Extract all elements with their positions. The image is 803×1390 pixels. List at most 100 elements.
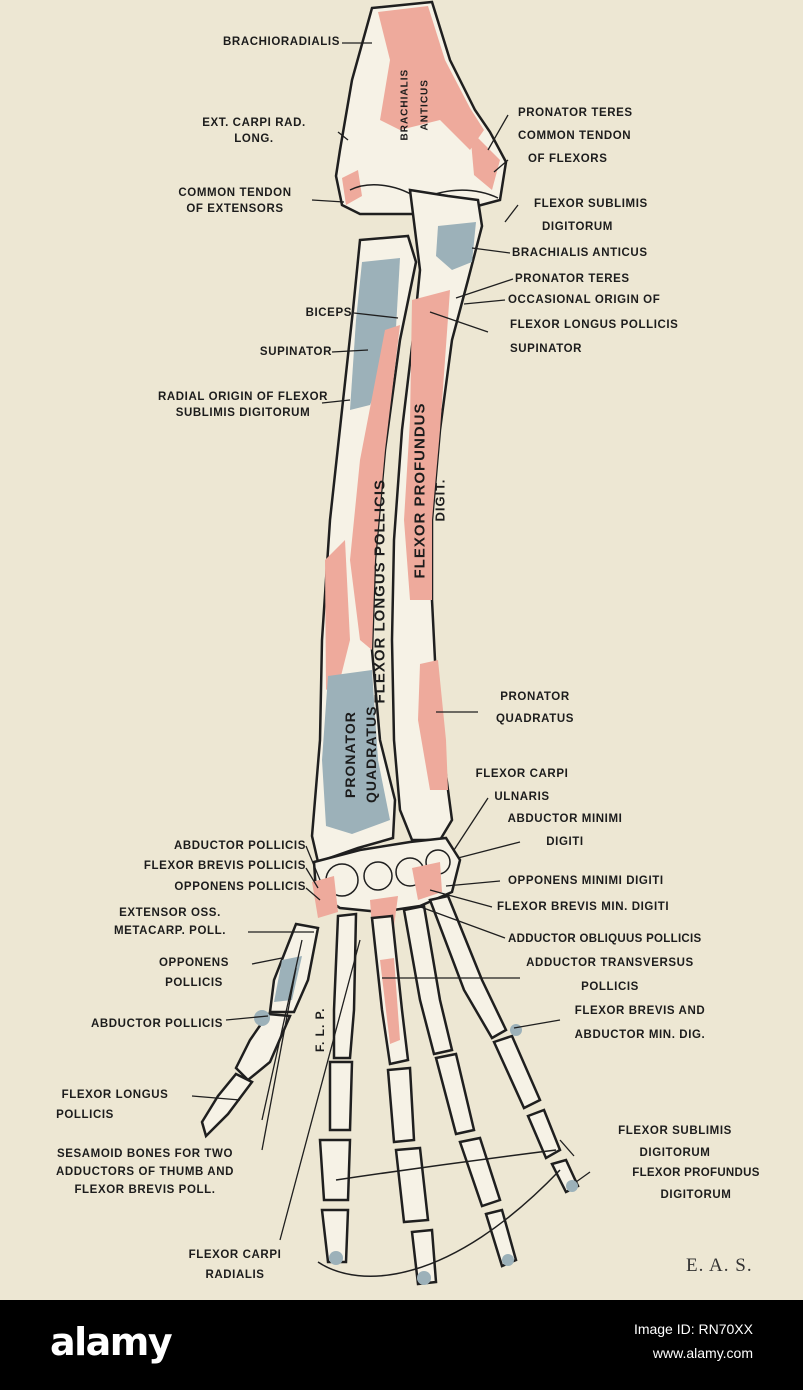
- brachialis-origin: [342, 170, 362, 205]
- humerus-origin-area: [378, 6, 484, 150]
- ulna-insertion-upper: [436, 222, 476, 270]
- index-middle: [318, 1138, 352, 1202]
- label-brachialis-anticus: BRACHIALIS ANTICUS: [512, 247, 648, 259]
- ulna-origin-strip: [404, 290, 450, 600]
- flexor-profundus-arc: [317, 1169, 561, 1277]
- insertion-dot-little-prox: [510, 1024, 522, 1036]
- label-opponens-pollicis: OPPONENS POLLICIS: [174, 881, 306, 893]
- label-abd-pollicis: ABDUCTOR POLLICIS: [173, 840, 306, 852]
- metacarpal-3-origin: [380, 958, 400, 1044]
- label-flex-brevis-pollicis: FLEXOR BREVIS POLLICIS: [143, 860, 306, 872]
- bone-label-flexor-longus-pollicis: FLEXOR LONGUS POLLICIS: [371, 478, 389, 704]
- label-radial-origin-2: SUBLIMIS DIGITORUM: [175, 407, 311, 419]
- label-fcr-1: FLEXOR CARPI: [188, 1249, 282, 1261]
- label-common-ext-1: COMMON TENDON: [178, 187, 292, 199]
- label-pronator-quad-2: QUADRATUS: [495, 713, 575, 725]
- label-add-trans-1: ADDUCTOR TRANSVERSUS: [526, 957, 694, 969]
- label-flex-sub-1: FLEXOR SUBLIMIS: [534, 198, 648, 210]
- radius-origin-strip: [350, 325, 400, 650]
- label-common-flex-1: COMMON TENDON: [518, 130, 632, 142]
- ring-middle: [458, 1136, 502, 1208]
- little-proximal: [492, 1034, 542, 1110]
- flexor-sublimis-arc: [335, 1149, 557, 1181]
- label-abd-min-2: DIGITI: [546, 836, 584, 848]
- image-id: Image ID: RN70XX: [633, 1321, 753, 1337]
- pronator-quadratus-ulna: [418, 660, 448, 790]
- thenar-origin: [312, 876, 338, 918]
- middle-middle: [394, 1146, 430, 1224]
- label-sesamoid-2: ADDUCTORS OF THUMB AND: [55, 1166, 235, 1178]
- label-fb-abd-1: FLEXOR BREVIS AND: [574, 1005, 706, 1017]
- label-fb-abd-2: ABDUCTOR MIN. DIG.: [574, 1029, 706, 1041]
- insertion-dot-thumb: [254, 1010, 270, 1026]
- label-opponens-1: OPPONENS: [159, 957, 229, 969]
- label-sesamoid-3: FLEXOR BREVIS POLL.: [74, 1184, 216, 1196]
- leader-lines: [191, 42, 591, 1241]
- label-pronator-teres: PRONATOR TERES: [515, 273, 630, 285]
- pronator-quadratus-radius: [322, 670, 390, 834]
- insertion-dot-index: [329, 1251, 343, 1265]
- label-occasional-1: OCCASIONAL ORIGIN OF: [508, 294, 661, 306]
- ring-proximal: [434, 1052, 476, 1136]
- insertion-dot-middle: [417, 1271, 431, 1285]
- label-flex-longus-1: FLEXOR LONGUS: [61, 1089, 169, 1101]
- label-supinator: SUPINATOR: [259, 346, 332, 358]
- radius-origin-long: [325, 540, 350, 690]
- label-flex-sub-d1: FLEXOR SUBLIMIS: [618, 1125, 732, 1137]
- metacarpal-2: [332, 912, 358, 1060]
- middle-proximal: [386, 1066, 416, 1144]
- index-proximal: [328, 1060, 354, 1132]
- label-add-obliquus: ADDUCTOR OBLIQUUS POLLICIS: [508, 933, 702, 945]
- bone-label-quadratus: QUADRATUS: [363, 705, 379, 803]
- little-middle: [526, 1108, 562, 1160]
- label-pronator-teres-top: PRONATOR TERES: [518, 107, 633, 119]
- label-biceps: BICEPS: [305, 307, 352, 319]
- label-common-ext-2: OF EXTENSORS: [186, 203, 284, 215]
- radius-insertion-upper: [350, 258, 400, 410]
- label-flex-sub-d2: DIGITORUM: [639, 1147, 711, 1159]
- metacarpal-4: [402, 904, 454, 1056]
- label-ext-carpi-2: LONG.: [234, 133, 274, 145]
- label-opp-min: OPPONENS MINIMI DIGITI: [508, 875, 664, 887]
- label-occasional-2: FLEXOR LONGUS POLLICIS: [510, 319, 679, 331]
- label-fcu-1: FLEXOR CARPI: [475, 768, 569, 780]
- bone-label-flp: F. L. P.: [313, 1007, 327, 1052]
- bone-label-anticus: ANTICUS: [419, 79, 431, 131]
- label-add-trans-2: POLLICIS: [581, 981, 639, 993]
- label-abd-min-1: ABDUCTOR MINIMI: [507, 813, 623, 825]
- bone-label-digit: DIGIT.: [432, 478, 448, 522]
- label-flex-prof-1: FLEXOR PROFUNDUS: [632, 1167, 760, 1179]
- watermark-footer: [0, 1300, 803, 1390]
- label-flex-prof-2: DIGITORUM: [660, 1189, 732, 1201]
- footer-info: Image ID: RN70XX www.alamy.com: [634, 1317, 753, 1365]
- insertion-dot-little: [566, 1180, 578, 1192]
- label-supinator-r: SUPINATOR: [510, 343, 583, 355]
- label-common-flex-2: OF FLEXORS: [528, 153, 608, 165]
- ring-distal: [484, 1208, 518, 1268]
- label-brachioradialis: BRACHIORADIALIS: [223, 36, 340, 48]
- bone-label-pronator: PRONATOR: [342, 711, 358, 798]
- label-fcu-2: ULNARIS: [494, 791, 550, 803]
- insertion-dot-ring: [502, 1254, 514, 1266]
- bone-label-flexor-profundus: FLEXOR PROFUNDUS: [411, 402, 429, 579]
- brand-logo: alamy: [50, 1320, 173, 1364]
- site-url: www.alamy.com: [652, 1345, 753, 1361]
- figure-canvas: BRACHIALIS ANTICUS FLEXOR LONGUS POLLICI…: [55, 0, 760, 1286]
- label-abd-pollicis-2: ABDUCTOR POLLICIS: [90, 1018, 223, 1030]
- label-flex-longus-2: POLLICIS: [56, 1109, 114, 1121]
- label-ext-oss-2: METACARP. POLL.: [113, 925, 227, 937]
- artist-signature: E. A. S.: [686, 1255, 753, 1276]
- label-sesamoid-1: SESAMOID BONES FOR TWO: [56, 1148, 234, 1160]
- label-flex-brevis-min: FLEXOR BREVIS MIN. DIGITI: [497, 901, 670, 913]
- middle-distal: [410, 1228, 438, 1286]
- common-flexor-origin: [470, 130, 500, 190]
- label-pronator-quad-1: PRONATOR: [500, 691, 570, 703]
- label-opponens-2: POLLICIS: [165, 977, 223, 989]
- label-fcr-2: RADIALIS: [205, 1269, 265, 1281]
- carpal-2: [363, 861, 393, 891]
- label-radial-origin-1: RADIAL ORIGIN OF FLEXOR: [157, 391, 329, 403]
- index-distal: [320, 1208, 350, 1264]
- label-flex-sub-2: DIGITORUM: [542, 221, 613, 233]
- bone-label-brachialis: BRACHIALIS: [399, 68, 411, 141]
- thumb-insertion: [274, 956, 302, 1002]
